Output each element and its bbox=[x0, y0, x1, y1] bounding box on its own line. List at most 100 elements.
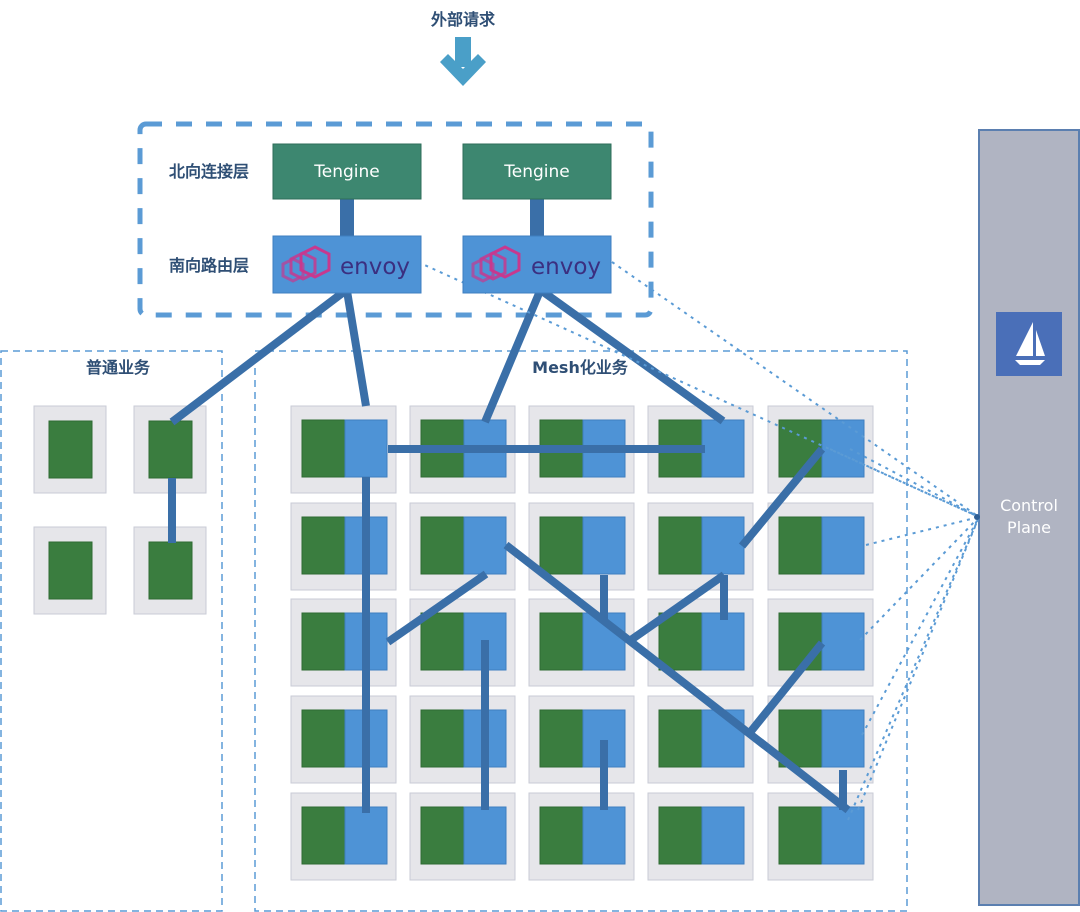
mesh-pod-r4c1 bbox=[290, 695, 397, 784]
mesh-pod-r4c4 bbox=[647, 695, 754, 784]
mesh-pod-r2c5 bbox=[767, 502, 874, 591]
app-container bbox=[778, 806, 824, 865]
envoy-label-2: envoy bbox=[531, 254, 601, 280]
normal-business-region bbox=[0, 350, 223, 912]
sidecar-proxy bbox=[701, 419, 745, 478]
app-container bbox=[148, 541, 193, 600]
normal-business-label: 普通业务 bbox=[86, 358, 151, 377]
south-layer-label: 南向路由层 bbox=[169, 256, 249, 275]
north-layer-label: 北向连接层 bbox=[169, 162, 249, 181]
sidecar-proxy bbox=[582, 806, 626, 865]
sidecar-proxy bbox=[701, 709, 745, 768]
app-container bbox=[301, 612, 347, 671]
mesh-pod-r1c1 bbox=[290, 405, 397, 494]
envoy-logo-icon bbox=[281, 245, 331, 283]
normal-pod-2 bbox=[133, 405, 207, 494]
app-container bbox=[301, 516, 347, 575]
app-container bbox=[48, 541, 93, 600]
app-container bbox=[778, 612, 824, 671]
sidecar-proxy bbox=[701, 612, 745, 671]
control-links-layer bbox=[417, 261, 980, 821]
envoy-label-1: envoy bbox=[340, 254, 410, 280]
tengine-box-1 bbox=[272, 143, 422, 200]
service-link bbox=[738, 446, 826, 549]
app-container bbox=[539, 612, 585, 671]
gateway-2-connector bbox=[530, 198, 544, 238]
app-container bbox=[658, 806, 704, 865]
app-container bbox=[539, 709, 585, 768]
gateway-link bbox=[343, 290, 370, 407]
envoy-box-2 bbox=[462, 235, 612, 294]
istio-sail-icon bbox=[996, 312, 1062, 376]
sidecar-proxy bbox=[821, 612, 865, 671]
mesh-pod-r3c3 bbox=[528, 598, 635, 687]
gateway-2: Tengine envoy bbox=[462, 143, 612, 294]
external-request-label: 外部请求 bbox=[430, 10, 496, 29]
app-container bbox=[658, 612, 704, 671]
mesh-pod-r5c4 bbox=[647, 792, 754, 881]
mesh-pod-r4c2 bbox=[409, 695, 516, 784]
service-link bbox=[744, 640, 826, 738]
sidecar-proxy bbox=[582, 709, 626, 768]
sidecar-proxy bbox=[344, 806, 388, 865]
app-container bbox=[148, 420, 193, 479]
service-link bbox=[625, 571, 727, 646]
gateway-region bbox=[137, 121, 654, 318]
control-link-hub bbox=[974, 514, 980, 520]
mesh-business-label: Mesh化业务 bbox=[532, 358, 629, 377]
service-link bbox=[385, 570, 489, 646]
app-container bbox=[658, 516, 704, 575]
links-layer bbox=[168, 287, 851, 814]
mesh-pod-r3c2 bbox=[409, 598, 516, 687]
gateway-link bbox=[169, 287, 348, 426]
pods-layer bbox=[33, 405, 874, 881]
control-plane-label-line2: Plane bbox=[1007, 518, 1051, 537]
sidecar-proxy bbox=[463, 516, 507, 575]
mesh-pod-r2c4 bbox=[647, 502, 754, 591]
control-plane-label-line1: Control bbox=[1000, 496, 1058, 515]
app-container bbox=[539, 516, 585, 575]
mesh-pod-r2c1 bbox=[290, 502, 397, 591]
sidecar-proxy bbox=[701, 806, 745, 865]
mesh-pod-r5c5 bbox=[767, 792, 874, 881]
sidecar-proxy bbox=[821, 516, 865, 575]
normal-pod-1 bbox=[33, 405, 107, 494]
control-link-2 bbox=[611, 261, 980, 518]
envoy-logo-icon bbox=[471, 245, 521, 283]
gateway-1-connector bbox=[340, 198, 354, 238]
control-link-4 bbox=[849, 448, 980, 518]
sidecar-proxy bbox=[701, 516, 745, 575]
mesh-pod-r5c2 bbox=[409, 792, 516, 881]
mesh-pod-r2c2 bbox=[409, 502, 516, 591]
sidecar-proxy bbox=[821, 806, 865, 865]
app-container bbox=[420, 806, 466, 865]
mesh-pod-r3c5 bbox=[767, 598, 874, 687]
tengine-label-2: Tengine bbox=[503, 162, 569, 182]
tengine-label-1: Tengine bbox=[313, 162, 379, 182]
gateway-link bbox=[539, 287, 726, 425]
app-container bbox=[301, 709, 347, 768]
app-container bbox=[48, 420, 93, 479]
mesh-pod-r3c1 bbox=[290, 598, 397, 687]
sidecar-proxy bbox=[344, 419, 388, 478]
control-link-5 bbox=[865, 516, 980, 546]
mesh-pod-r1c5 bbox=[767, 405, 874, 494]
envoy-box-1 bbox=[272, 235, 422, 294]
mesh-pod-r4c5 bbox=[767, 695, 874, 784]
sidecar-proxy bbox=[821, 419, 865, 478]
sidecar-proxy bbox=[821, 709, 865, 768]
app-container bbox=[539, 806, 585, 865]
mesh-pod-r5c3 bbox=[528, 792, 635, 881]
control-link-7 bbox=[861, 516, 980, 736]
app-container bbox=[778, 516, 824, 575]
normal-pod-3 bbox=[33, 526, 107, 615]
sidecar-proxy bbox=[463, 806, 507, 865]
app-container bbox=[301, 806, 347, 865]
control-link-3 bbox=[829, 448, 980, 518]
gateway-link bbox=[481, 289, 544, 424]
control-link-8 bbox=[857, 516, 980, 811]
down-arrow-icon bbox=[440, 37, 486, 86]
mesh-pod-r1c4 bbox=[647, 405, 754, 494]
app-container bbox=[420, 516, 466, 575]
